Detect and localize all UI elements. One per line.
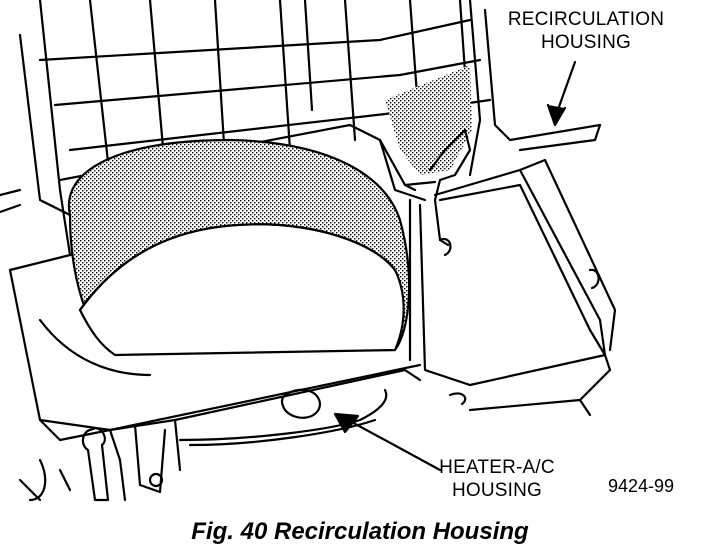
recirculation-housing-label-line2: HOUSING [540, 32, 632, 53]
figure-number: 9424-99 [608, 476, 675, 496]
heater-ac-housing-label-line1: HEATER-A/C [439, 457, 555, 478]
heater-ac-housing-label: HEATER-A/C HOUSING [422, 456, 572, 502]
heater-ac-housing-label-line2: HOUSING [451, 480, 543, 501]
blower-opening [38, 138, 411, 377]
heater-ac-arrow [333, 412, 442, 472]
wire-grille [18, 0, 492, 217]
figure-caption: Fig. 40 Recirculation Housing [191, 518, 529, 545]
shaded-grille-corner [385, 65, 472, 175]
recirculation-housing-label-line1: RECIRCULATION [507, 9, 665, 30]
housing-clip [428, 128, 472, 247]
recirculation-housing-label: RECIRCULATION HOUSING [488, 8, 684, 54]
recirculation-arrow [546, 60, 577, 127]
recirculation-housing [0, 123, 617, 442]
